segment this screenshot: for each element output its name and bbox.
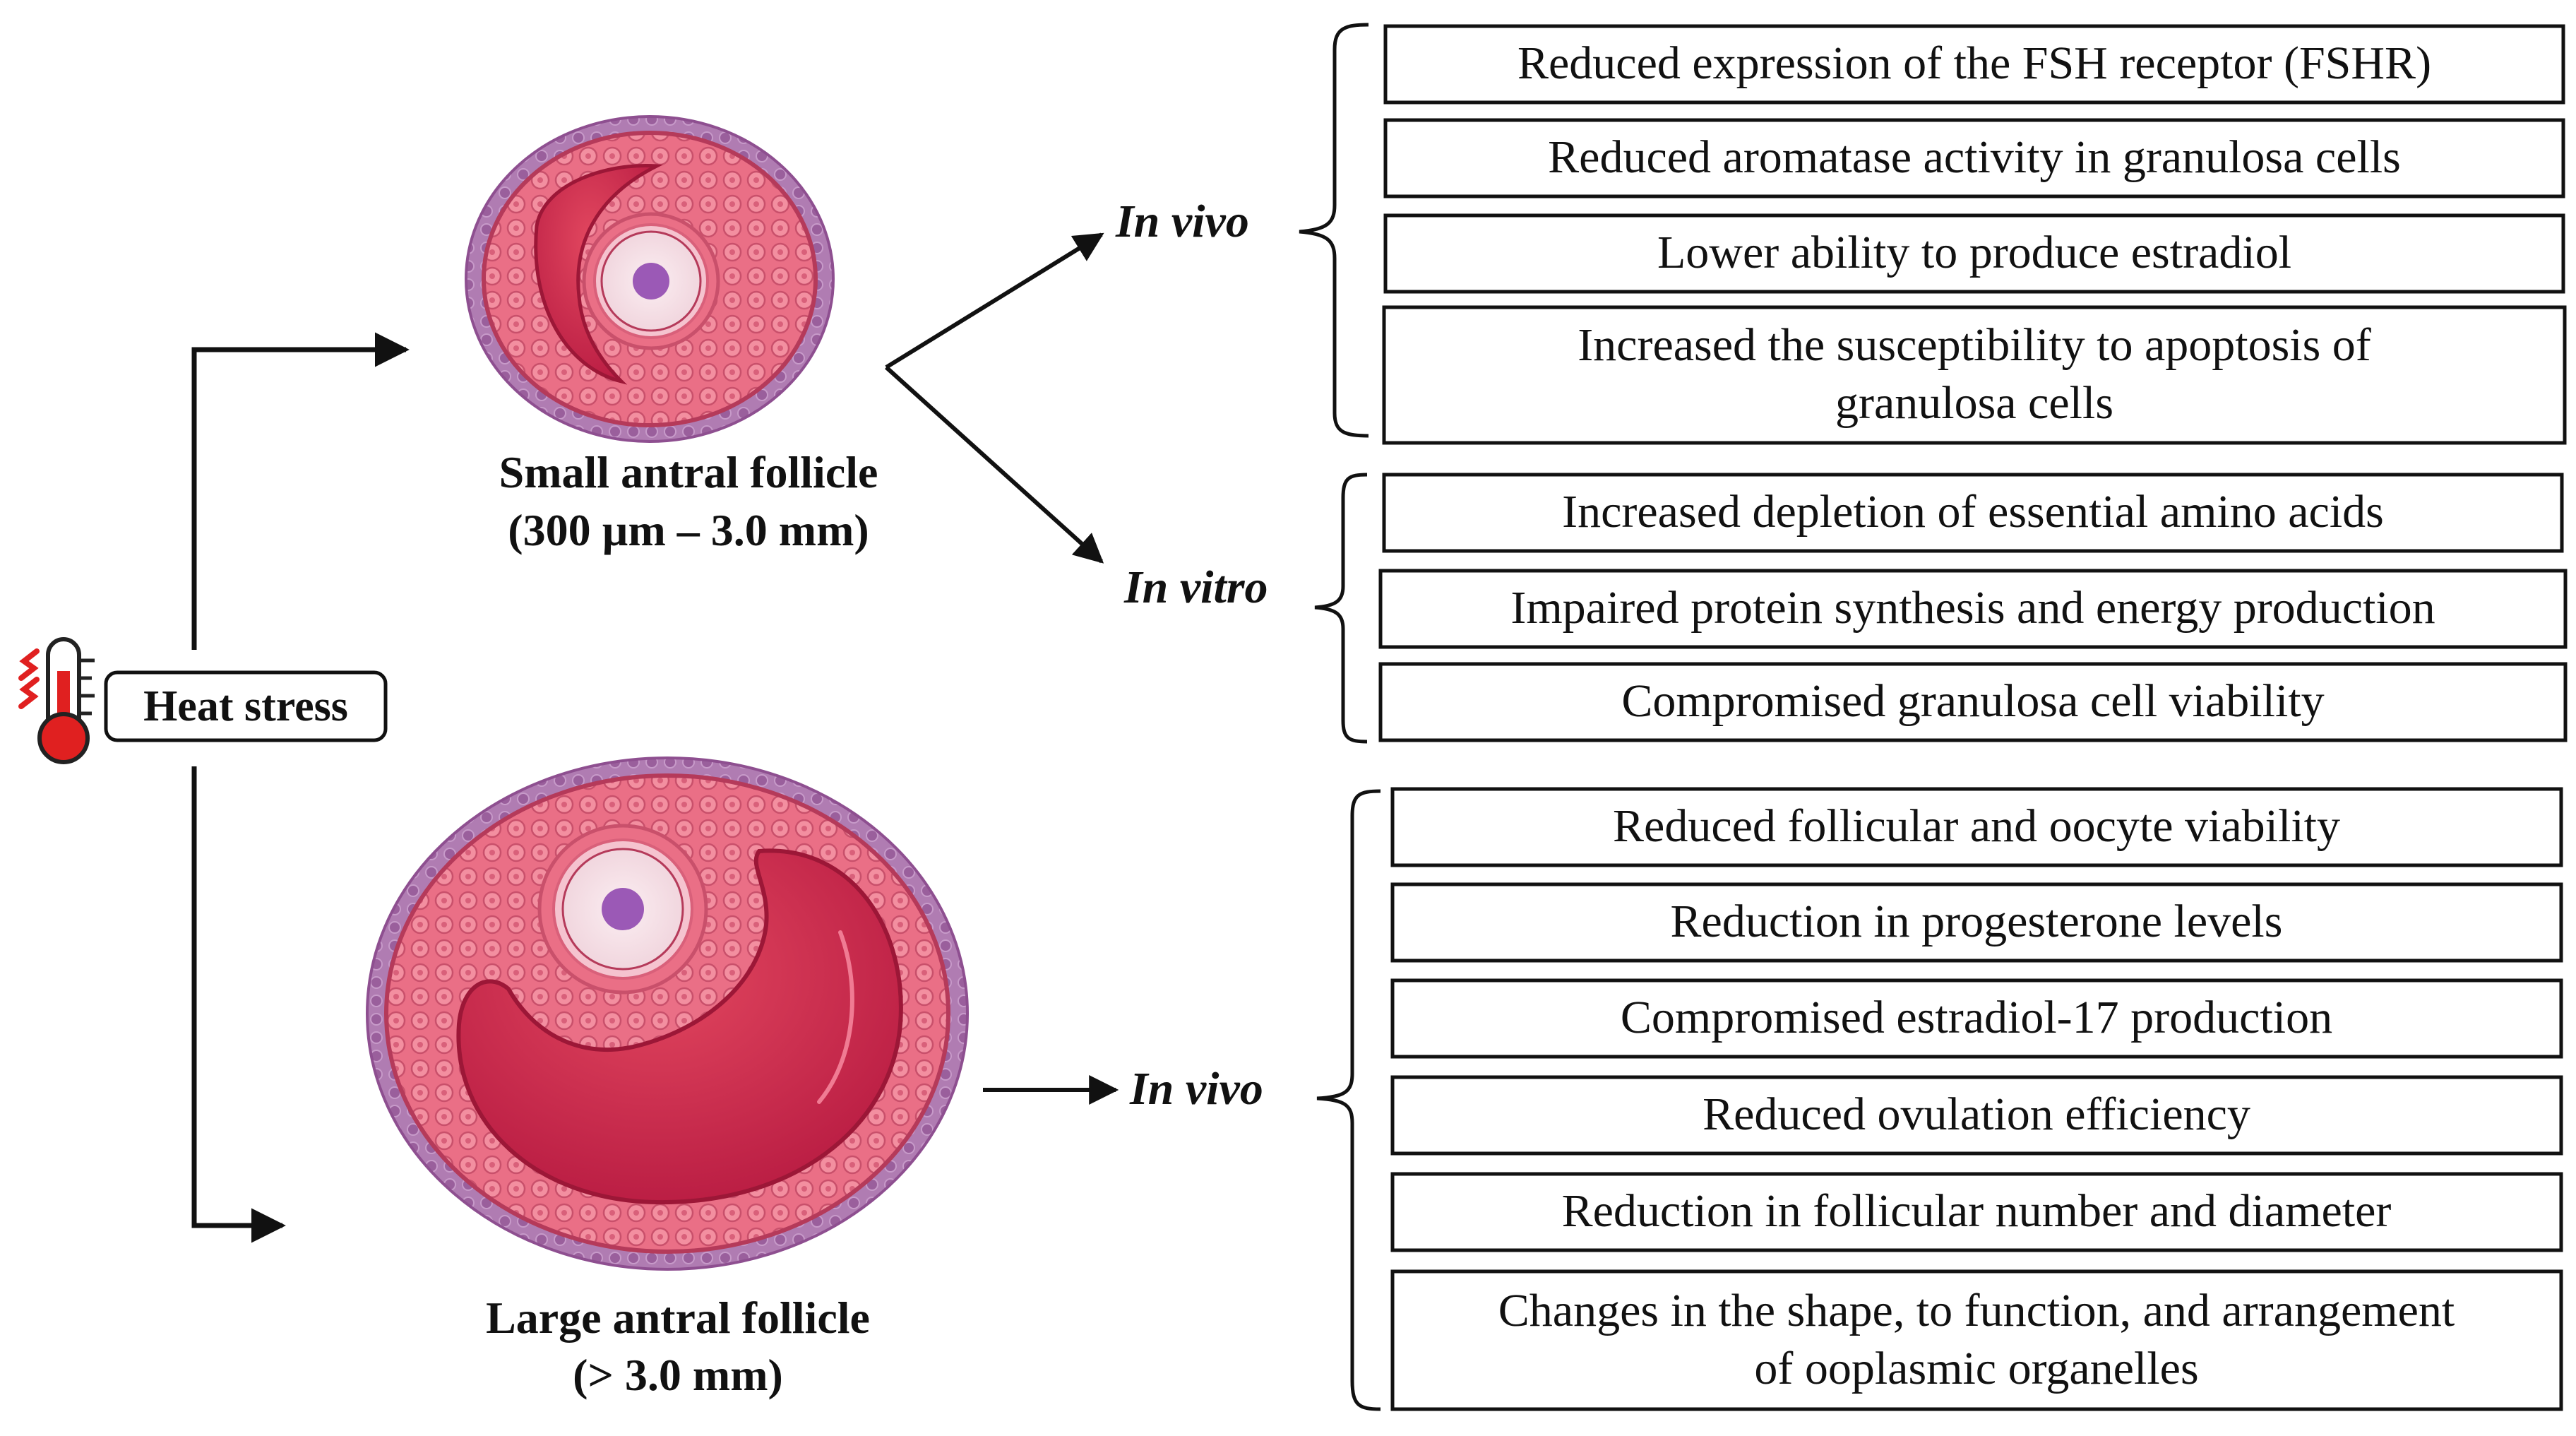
effect-text: Reduction in progesterone levels — [1671, 896, 2283, 947]
effect-box — [1382, 305, 2567, 445]
effect-box — [1390, 978, 2563, 1059]
effect-text: Changes in the shape, to function, and a… — [1498, 1285, 2455, 1336]
large-oocyte-nucleus — [602, 888, 644, 930]
small-in-vivo-label: In vivo — [1115, 196, 1249, 247]
oocyte-nucleus — [633, 263, 669, 299]
effect-text: granulosa cells — [1835, 377, 2113, 429]
effect-box — [1378, 569, 2568, 649]
effect-text: Compromised estradiol-17 production — [1621, 992, 2332, 1043]
effect-text: Compromised granulosa cell viability — [1621, 675, 2324, 727]
small-in-vivo-effects: Reduced expression of the FSH receptor (… — [1382, 24, 2567, 445]
small-in-vitro-label: In vitro — [1123, 562, 1268, 613]
effect-box — [1390, 882, 2563, 963]
effect-text: Reduced follicular and oocyte viability — [1613, 800, 2340, 852]
effect-text: Increased the susceptibility to apoptosi… — [1578, 319, 2371, 371]
effect-text: Reduced aromatase activity in granulosa … — [1548, 131, 2401, 183]
large-follicle-illustration — [366, 756, 969, 1271]
bracket-small-in-vitro — [1314, 473, 1368, 744]
effect-text: Increased depletion of essential amino a… — [1562, 486, 2384, 538]
effect-box — [1383, 213, 2565, 294]
effect-text: Reduction in follicular number and diame… — [1562, 1185, 2392, 1237]
arrow-small-in-vivo — [885, 232, 1104, 369]
large-in-vivo-effects: Reduced follicular and oocyte viability … — [1390, 787, 2563, 1411]
small-follicle-illustration — [465, 115, 835, 443]
effect-box — [1390, 1075, 2563, 1156]
effect-box — [1383, 24, 2565, 105]
effect-text: Reduced ovulation efficiency — [1703, 1088, 2250, 1140]
effect-text: Impaired protein synthesis and energy pr… — [1510, 582, 2435, 634]
small-follicle-size: (300 µm – 3.0 mm) — [508, 505, 869, 555]
effect-text: Reduced expression of the FSH receptor (… — [1517, 37, 2431, 89]
large-in-vivo-label: In vivo — [1129, 1063, 1263, 1115]
large-follicle-size: (> 3.0 mm) — [573, 1350, 783, 1400]
thermometer-icon — [18, 637, 95, 764]
effect-box — [1382, 473, 2564, 553]
effect-text: Lower ability to produce estradiol — [1657, 227, 2291, 278]
effect-box — [1383, 118, 2565, 198]
arrow-to-large-follicle — [191, 766, 286, 1243]
heat-stress-label: Heat stress — [143, 682, 348, 730]
effect-box — [1390, 1172, 2563, 1252]
large-follicle-name: Large antral follicle — [486, 1293, 870, 1343]
heat-stress-box — [104, 670, 388, 742]
small-in-vitro-effects: Increased depletion of essential amino a… — [1378, 473, 2568, 742]
effect-text: of ooplasmic organelles — [1754, 1343, 2198, 1394]
small-follicle-name: Small antral follicle — [499, 447, 878, 497]
bracket-large-in-vivo — [1316, 789, 1381, 1411]
arrow-small-in-vitro — [884, 365, 1104, 564]
effect-box — [1378, 662, 2568, 742]
bracket-small-in-vivo — [1299, 23, 1369, 438]
arrow-to-small-follicle — [191, 332, 410, 650]
effect-box — [1390, 787, 2563, 867]
effect-box — [1390, 1269, 2563, 1411]
